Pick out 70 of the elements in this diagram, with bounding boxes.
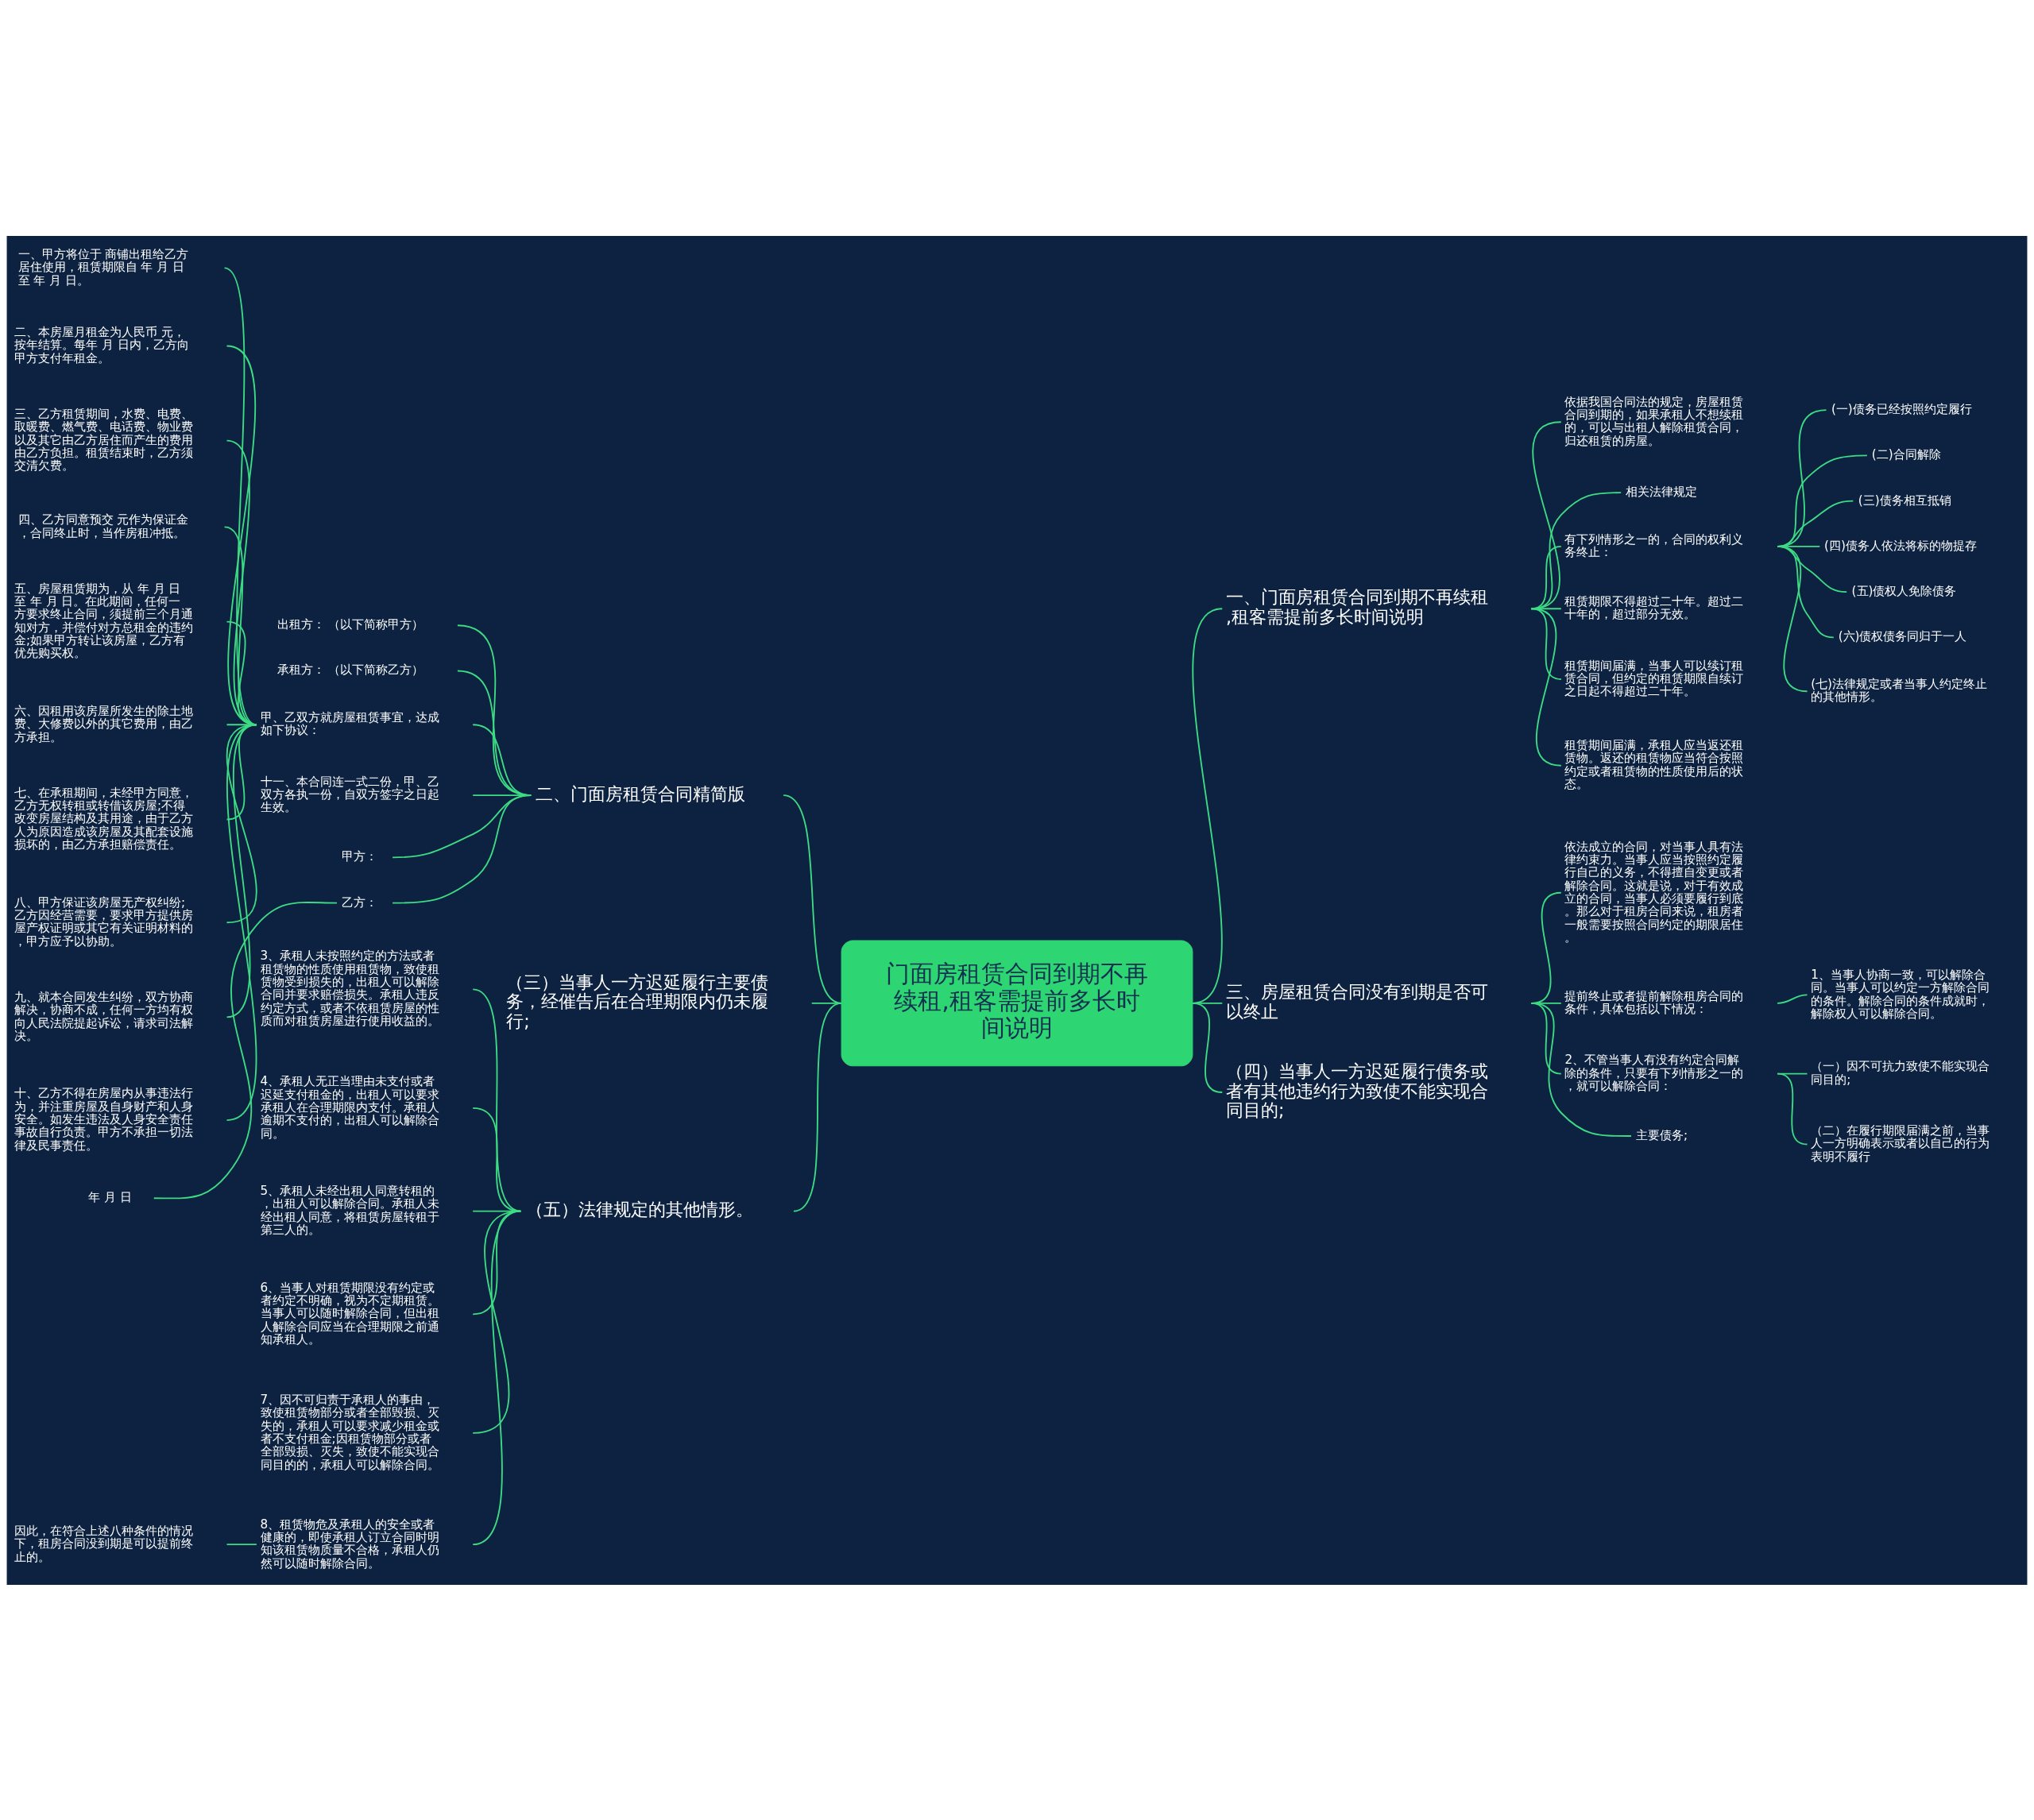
node-text: 依据我国合同法的规定，房屋租赁合同到期的，如果承租人不想续租的，可以与出租人解除租赁合同，归还租赁的房屋。 bbox=[1564, 394, 1744, 448]
connector bbox=[472, 987, 522, 1212]
node-text: 3、承租人未按照约定的方法或者租赁物的性质使用租赁物，致使租赁物受到损失的，出租人可以解除合同并要求赔偿损失。承租人违反约定方式，或者不依租赁房屋的性质而对租赁房屋进行使用收益的。 bbox=[260, 948, 439, 1028]
node-text: （一）因不可抗力致使不能实现合同目的; bbox=[1811, 1058, 1990, 1087]
connector bbox=[226, 345, 257, 725]
node-text: （五）法律规定的其他情形。 bbox=[525, 1198, 753, 1219]
node-text: 租赁期间届满，当事人可以续订租赁合同，但约定的租赁期限自续订之日起不得超过二十年。 bbox=[1564, 658, 1744, 698]
node-text: (七)法律规定或者当事人约定终止的其他情形。 bbox=[1811, 676, 1988, 704]
node-text: 承租方： （以下简称乙方） bbox=[276, 662, 424, 677]
node-text: 1、当事人协商一致，可以解除合同。当事人可以约定一方解除合同的条件。解除合同的条件成就时，解除权人可以解除合同。 bbox=[1811, 967, 1990, 1021]
node-text: 六、因租用该房屋所发生的除土地费、大修费以外的其它费用，由乙方承担。 bbox=[14, 703, 193, 744]
node-text: 七、在承租期间，未经甲方同意，乙方无权转租或转借该房屋;不得改变房屋结构及其用途，由于乙方人为原因造成该房屋及其配套设施损坏的，由乙方承担赔偿责任。 bbox=[14, 785, 193, 852]
node-text: 主要债务; bbox=[1635, 1127, 1688, 1142]
connector bbox=[1777, 993, 1808, 1004]
connector bbox=[223, 266, 257, 725]
node-box: 门面房租赁合同到期不再续租,租客需提前多长时间说明 bbox=[841, 939, 1193, 1066]
connector bbox=[1530, 1002, 1632, 1137]
node-text: (一)债务已经按照约定履行 bbox=[1831, 401, 1972, 416]
node-text: (二)合同解除 bbox=[1871, 446, 1941, 462]
connector bbox=[1777, 1072, 1808, 1145]
node-text: (三)债务相互抵销 bbox=[1858, 493, 1951, 508]
node-text: 一、甲方将位于 商铺出租给乙方居住使用，租赁期限自 年 月 日至 年 月 日。 bbox=[17, 246, 189, 288]
connector bbox=[1191, 607, 1224, 1004]
node-text: 租赁期间届满，承租人应当返还租赁物。返还的租赁物应当符合按照约定或者租赁物的性质使用后的状态。 bbox=[1564, 737, 1744, 791]
node-text: 年 月 日 bbox=[88, 1189, 133, 1204]
connector bbox=[226, 723, 257, 923]
connector bbox=[1191, 1002, 1224, 1093]
node-text: 5、承租人未经出租人同意转租的，出租人可以解除合同。承租人未经出租人同意，将租赁房屋转租于第三人的。 bbox=[260, 1183, 439, 1237]
connector bbox=[1530, 420, 1562, 609]
node-text: 九、就本合同发生纠纷，双方协商解决，协商不成，任何一方均有权向人民法院提起诉讼，请求司法解决。 bbox=[14, 989, 193, 1043]
connector bbox=[153, 901, 338, 1199]
node-text: (五)债权人免除债务 bbox=[1851, 583, 1957, 598]
node-text: 租赁期限不得超过二十年。超过二十年的，超过部分无效。 bbox=[1564, 593, 1744, 621]
node-text: 四、乙方同意预交 元作为保证金，合同终止时，当作房租冲抵。 bbox=[17, 512, 189, 540]
connector bbox=[472, 1210, 522, 1545]
node-text: 甲方： bbox=[341, 848, 377, 864]
node-text: 6、当事人对租赁期限没有约定或者约定不明确，视为不定期租赁。当事人可以随时解除合同，但出租人解除合同应当在合理期限之前通知承租人。 bbox=[260, 1280, 439, 1347]
node-text: 二、本房屋月租金为人民币 元，按年结算。每年 月 日内，乙方向甲方支付年租金。 bbox=[14, 324, 189, 365]
node-text: 二、门面房租赁合同精简版 bbox=[536, 782, 746, 804]
node-text: (四)债务人依法将标的物提存 bbox=[1824, 538, 1977, 553]
connector bbox=[226, 723, 257, 1121]
node-text: 十、乙方不得在房屋内从事违法行为，并注重房屋及自身财产和人身安全。如发生违法及人身安全责任事故自行负责。甲方不承担一切法律及民事责任。 bbox=[14, 1085, 193, 1153]
node-text: 一、门面房租赁合同到期不再续租,租客需提前多长时间说明 bbox=[1225, 585, 1488, 627]
node-text: (六)债权债务同归于一人 bbox=[1838, 628, 1967, 643]
node-text: 十一、本合同连一式二份，甲、乙双方各执一份，自双方签字之日起生效。 bbox=[260, 774, 439, 814]
node-text: 出租方： （以下简称甲方） bbox=[276, 616, 424, 632]
node-text: 7、因不可归责于承租人的事由，致使租赁物部分或者全部毁损、灭失的，承租人可以要求减少租金或者不支付租金;因租赁物部分或者全部毁损、灭失，致使不能实现合同目的的，承租人可以解除合同。 bbox=[260, 1392, 439, 1472]
node-text: 2、不管当事人有没有约定合同解除的条件，只要有下列情形之一的，就可以解除合同： bbox=[1564, 1052, 1744, 1093]
node-text: 五、房屋租赁期为，从 年 月 日至 年 月 日。在此期间，任何一方要求终止合同，须提前三个月通知对方，并偿付对方总租金的违约金;如果甲方转让该房屋，乙方有优先购买权。 bbox=[14, 581, 193, 660]
node-text: 4、承租人无正当理由未支付或者迟延支付租金的，出租人可以要求承租人在合理期限内支付。承租人逾期不支付的，出租人可以解除合同。 bbox=[260, 1073, 439, 1141]
node-text: 甲、乙双方就房屋租赁事宜，达成如下协议： bbox=[260, 709, 439, 737]
connector bbox=[1777, 545, 1808, 692]
node-text: 相关法律规定 bbox=[1626, 484, 1698, 499]
connector bbox=[793, 1002, 843, 1212]
node-text: 提前终止或者提前解除租房合同的条件，具体包括以下情况： bbox=[1564, 988, 1744, 1016]
node-text: （四）当事人一方迟延履行债务或者有其他违约行为致使不能实现合同目的; bbox=[1225, 1060, 1488, 1120]
connector bbox=[226, 723, 257, 1018]
node-text: 依法成立的合同，对当事人具有法律约束力。当事人应当按照约定履行自己的义务，不得擅自变更或者解除合同。这就是说，对于有效成立的合同，当事人必须要履行到底。那么对于租房合同来说，租房者一般需要按照合同约定的期限居住。 bbox=[1564, 839, 1744, 945]
connector bbox=[1530, 607, 1562, 767]
node-text: 八、甲方保证该房屋无产权纠纷;乙方因经营需要，要求甲方提供房屋产权证明或其它有关证明材料的，甲方应予以协助。 bbox=[14, 895, 193, 949]
connector bbox=[226, 1543, 257, 1545]
node-text: （二）在履行期限届满之前，当事人一方明确表示或者以自己的行为表明不履行 bbox=[1811, 1123, 1990, 1164]
connector bbox=[392, 794, 532, 904]
node-text: 有下列情形之一的，合同的权利义务终止： bbox=[1564, 531, 1744, 559]
node-text: 乙方： bbox=[341, 895, 377, 910]
node-text: （三）当事人一方迟延履行主要债务，经催告后在合理期限内仍未履行; bbox=[506, 971, 769, 1031]
node-text: 三、乙方租赁期间，水费、电费、取暖费、燃气费、电话费、物业费以及其它由乙方居住而产生的费用由乙方负担。租赁结束时，乙方须交清欠费。 bbox=[14, 406, 193, 473]
node-text: 三、房屋租赁合同没有到期是否可以终止 bbox=[1225, 980, 1488, 1022]
node-text: 因此，在符合上述八种条件的情况下，租房合同没到期是可以提前终止的。 bbox=[14, 1523, 193, 1563]
node-text: 8、租赁物危及承租人的安全或者健康的，即使承租人订立合同时明知该租赁物质量不合格，承租人仍然可以随时解除合同。 bbox=[260, 1517, 439, 1571]
